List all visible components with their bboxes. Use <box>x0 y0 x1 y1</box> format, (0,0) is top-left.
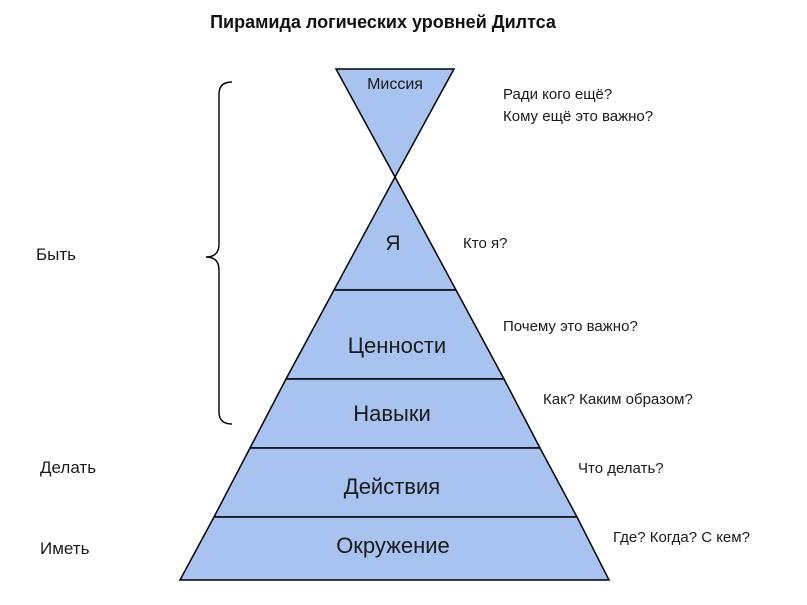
environment-level-shape <box>178 516 611 581</box>
diagram-title: Пирамида логических уровней Дилтса <box>210 12 557 32</box>
environment-label: Окружение <box>336 533 450 558</box>
skills-label: Навыки <box>353 401 431 426</box>
actions-question: Что делать? <box>578 460 664 477</box>
mission-question-line-2: Кому ещё это важно? <box>503 108 653 125</box>
mission-level-shape <box>334 68 456 179</box>
skills-question: Как? Каким образом? <box>543 391 693 408</box>
mission-question-line-1: Ради кого ещё? <box>503 86 612 103</box>
mission-label: Миссия <box>367 76 423 93</box>
self-question: Кто я? <box>463 235 507 252</box>
environment-question: Где? Когда? С кем? <box>613 529 750 546</box>
values-question: Почему это важно? <box>503 318 638 335</box>
values-label: Ценности <box>348 333 446 358</box>
have-group-label: Иметь <box>40 539 90 558</box>
self-label: Я <box>385 232 400 255</box>
do-group-label: Делать <box>40 458 96 477</box>
be-group-brace <box>205 81 233 425</box>
actions-label: Действия <box>344 474 440 499</box>
be-group-label: Быть <box>36 245 76 264</box>
